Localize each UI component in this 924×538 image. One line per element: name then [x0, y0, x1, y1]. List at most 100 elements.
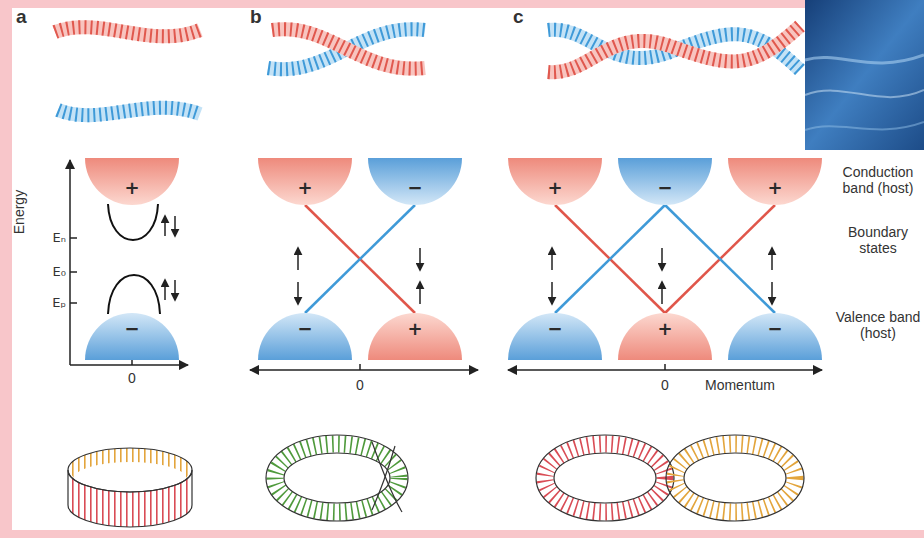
spin-up-arrow [419, 282, 421, 304]
axis-tick-label: 0 [661, 377, 669, 393]
mobius-ribbon [266, 435, 408, 521]
band-sign: + [508, 178, 602, 198]
ribbon-hatch [675, 444, 795, 512]
band-fill [85, 313, 179, 360]
band-sign: − [85, 319, 179, 339]
axis-tick-label: 0 [356, 377, 364, 393]
band-fill [618, 158, 712, 205]
valence-band: + [368, 313, 462, 360]
band-sign: − [258, 319, 352, 339]
blue-helix-coil [58, 108, 200, 115]
photo [805, 0, 924, 150]
boundary-loops [108, 204, 160, 314]
ribbon-edge [554, 453, 656, 503]
axis-title: Momentum [705, 377, 775, 393]
row-label: Conduction band (host) [834, 164, 922, 196]
axis-tick [664, 364, 666, 370]
ribbon-twist [372, 442, 402, 512]
spin-up-arrow [164, 216, 166, 236]
boundary-state-line [665, 205, 775, 313]
boundary-state-line [305, 205, 415, 313]
valence-band: − [258, 313, 352, 360]
axis-tick-label: 0 [128, 370, 136, 386]
ribbon-rim [68, 448, 192, 492]
spin-down-arrow [771, 282, 773, 304]
ribbon-back [68, 448, 192, 478]
momentum-axis [70, 364, 188, 366]
photo-wave [805, 90, 924, 97]
ribbon-front [68, 470, 192, 527]
blue-helix [268, 29, 425, 69]
spin-up-arrow [164, 280, 166, 300]
energy-level: Eₚ [52, 296, 66, 311]
band-fill [508, 158, 602, 205]
spin-up-arrow [771, 248, 773, 270]
boundary-state-line [305, 205, 415, 313]
photo-corner [805, 0, 924, 150]
axis-tick [131, 360, 133, 365]
spin-up-arrow [661, 282, 663, 304]
axis-tick [359, 364, 361, 370]
helix-group [55, 26, 800, 115]
ribbon-hatch [275, 444, 399, 512]
band-fill [618, 313, 712, 360]
valence-band: − [728, 313, 822, 360]
axis-tick [70, 271, 77, 273]
boundary-state-line [555, 205, 665, 313]
momentum-axis [250, 369, 478, 371]
band-fill [258, 313, 352, 360]
red-helix-coil [548, 26, 800, 72]
red-helix [548, 26, 800, 72]
axis-tick [70, 237, 77, 239]
axis-tick [70, 302, 77, 304]
valence-band: − [85, 313, 179, 360]
blue-helix [58, 108, 200, 115]
boundary-state-line [555, 205, 665, 313]
band-fill [368, 158, 462, 205]
boundary-loop [108, 204, 158, 240]
band-sign: − [618, 178, 712, 198]
band-fill [258, 158, 352, 205]
ribbon-edge [284, 453, 390, 503]
panel-letter: c [513, 6, 524, 28]
spin-down-arrow [174, 216, 176, 236]
valence-band: + [618, 313, 712, 360]
boundary-loop [108, 275, 160, 314]
row-label: Valence band (host) [834, 309, 922, 341]
spin-down-arrow [661, 248, 663, 270]
conduction-band: − [618, 158, 712, 205]
spin-arrows [165, 216, 772, 304]
band-sign: − [508, 319, 602, 339]
panel-letter: b [250, 6, 262, 28]
ribbon-hatch [545, 444, 665, 512]
band-sign: − [728, 319, 822, 339]
band-sign: + [258, 178, 352, 198]
energy-level: E₀ [53, 265, 66, 280]
conduction-band: + [258, 158, 352, 205]
band-sign: + [85, 178, 179, 198]
band-sign: + [618, 319, 712, 339]
energy-axis [69, 160, 71, 365]
red-helix-coil [55, 27, 200, 36]
spin-down-arrow [297, 282, 299, 304]
band-sign: − [368, 178, 462, 198]
spin-up-arrow [297, 248, 299, 270]
red-helix [272, 29, 425, 68]
spin-down-arrow [174, 280, 176, 300]
boundary-state-line [665, 205, 775, 313]
spin-down-arrow [419, 248, 421, 270]
band-fill [85, 158, 179, 205]
red-helix [55, 27, 200, 36]
ring-ribbon [68, 448, 192, 527]
axis-title: Energy [11, 190, 27, 234]
red-helix-coil [272, 29, 425, 68]
ribbon-edge [536, 435, 674, 521]
band-fill [728, 313, 822, 360]
figure-ground [12, 8, 924, 530]
ribbon-edge [666, 435, 804, 521]
double-twist-ribbon [536, 435, 804, 521]
